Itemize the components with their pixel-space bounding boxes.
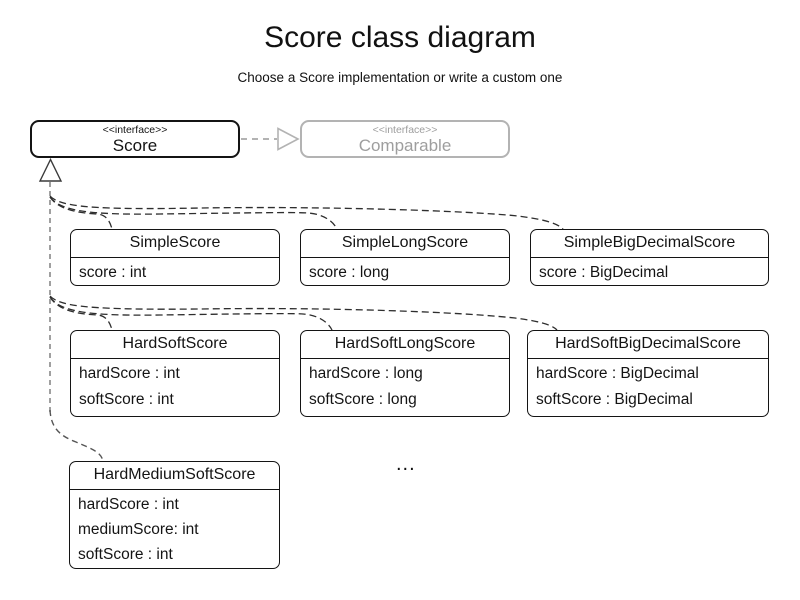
class-name: SimpleScore (71, 230, 279, 258)
attribute: softScore : int (78, 546, 173, 563)
realization-line-simplelongscore (49, 196, 338, 230)
score-name: Score (112, 136, 158, 155)
attribute: hardScore : BigDecimal (536, 365, 699, 382)
realization-line-hardmediumsoftscore (49, 409, 104, 462)
class-name: SimpleLongScore (301, 230, 509, 258)
realization-line-hardsoftlongscore (49, 296, 333, 331)
class-box-hardsoftlongscore: HardSoftLongScore hardScore : long softS… (300, 330, 510, 417)
realization-line-hardsoftbigdecimalscore (49, 295, 558, 331)
hollow-triangle-generalization-icon (38, 157, 63, 182)
ellipsis-more-implementations: ... (396, 453, 416, 475)
class-attributes: hardScore : long softScore : long (301, 359, 509, 413)
class-box-hardsoftbigdecimalscore: HardSoftBigDecimalScore hardScore : BigD… (527, 330, 769, 417)
class-attributes: hardScore : int softScore : int (71, 359, 279, 413)
attribute: score : int (79, 264, 147, 281)
class-box-simplebigdecimalscore: SimpleBigDecimalScore score : BigDecimal (530, 229, 769, 286)
class-name: HardSoftBigDecimalScore (528, 331, 768, 359)
class-name: HardSoftScore (71, 331, 279, 359)
class-name: HardSoftLongScore (301, 331, 509, 359)
comparable-stereotype: <<interface>> (372, 124, 438, 136)
class-attributes: hardScore : BigDecimal softScore : BigDe… (528, 359, 768, 413)
class-attributes: score : int (71, 258, 279, 286)
attribute: softScore : long (309, 391, 417, 408)
attribute: hardScore : long (309, 365, 423, 382)
realization-line-simplebigdecimalscore (49, 195, 564, 230)
diagram-title: Score class diagram (264, 21, 536, 54)
class-attributes: score : long (301, 258, 509, 286)
realization-line-hardsoftscore (49, 296, 113, 331)
realization-line-simplescore (49, 196, 113, 230)
class-box-simplescore: SimpleScore score : int (70, 229, 280, 286)
attribute: score : BigDecimal (539, 264, 669, 281)
comparable-name: Comparable (358, 136, 452, 155)
attribute: hardScore : int (79, 365, 180, 382)
interface-box-score: <<interface>> Score (30, 120, 240, 158)
class-name: SimpleBigDecimalScore (531, 230, 768, 258)
class-attributes: score : BigDecimal (531, 258, 768, 286)
class-box-simplelongscore: SimpleLongScore score : long (300, 229, 510, 286)
attribute: hardScore : int (78, 496, 179, 513)
class-box-hardmediumsoftscore: HardMediumSoftScore hardScore : int medi… (69, 461, 280, 569)
attribute: softScore : int (79, 391, 174, 408)
diagram-subtitle: Choose a Score implementation or write a… (237, 70, 563, 85)
attribute: softScore : BigDecimal (536, 391, 693, 408)
class-attributes: hardScore : int mediumScore: int softSco… (70, 490, 279, 567)
attribute: score : long (309, 264, 390, 281)
hollow-triangle-arrow-icon (277, 127, 300, 151)
interface-box-comparable: <<interface>> Comparable (300, 120, 510, 158)
class-name: HardMediumSoftScore (70, 462, 279, 490)
score-stereotype: <<interface>> (102, 124, 168, 136)
attribute: mediumScore: int (78, 521, 199, 538)
class-box-hardsoftscore: HardSoftScore hardScore : int softScore … (70, 330, 280, 417)
